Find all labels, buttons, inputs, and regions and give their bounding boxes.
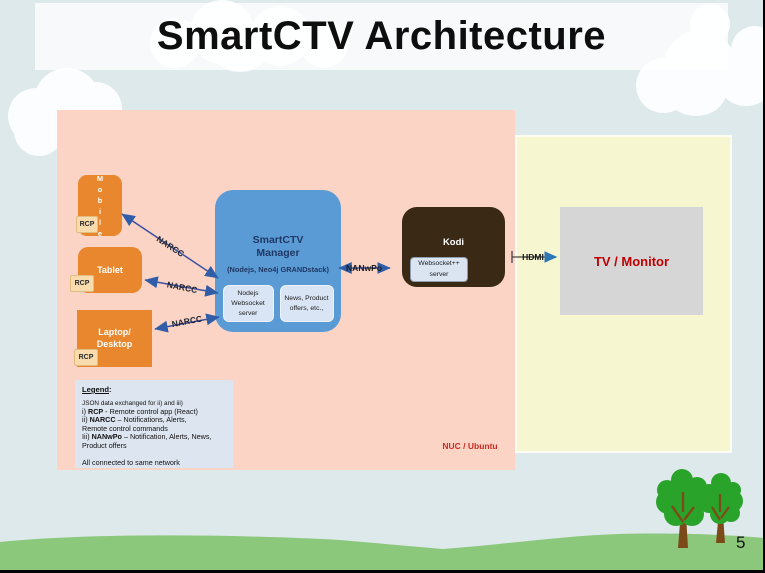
smartctv-manager-box: SmartCTV Manager (Nodejs, Neo4j GRANDsta… <box>215 190 341 332</box>
legend-item-nanwpo: Iii) NANwPo – Notification, Alerts, News… <box>82 432 212 442</box>
kodi-title: Kodi <box>442 237 465 248</box>
legend-footer: All connected to same network <box>82 458 180 468</box>
trees <box>656 469 743 548</box>
tablet-rcp-badge: RCP <box>70 275 94 292</box>
tree-right-icon <box>699 473 743 543</box>
nodejs-websocket-module: Nodejs Websocket server <box>222 285 274 323</box>
manager-title: SmartCTV Manager <box>252 234 304 260</box>
legend-box: Legend: JSON data exchanged for ii) and … <box>75 380 233 468</box>
laptop-rcp-badge: RCP <box>74 349 98 366</box>
news-offers-module: News, Product offers, etc., <box>279 285 334 323</box>
websocketpp-module: Websocket++ server <box>410 257 468 282</box>
legend-item-rcp: i) RCP - Remote control app (React) <box>82 407 198 416</box>
frame-edge-right <box>763 0 765 573</box>
tablet-label: Tablet <box>97 265 123 275</box>
laptop-label: Laptop/ Desktop <box>96 327 133 349</box>
frame-edge-bottom <box>0 570 765 573</box>
page-title: SmartCTV Architecture <box>156 14 607 58</box>
page-number: 5 <box>736 533 746 552</box>
grass-hill <box>0 533 765 573</box>
tv-monitor-box: TV / Monitor <box>560 207 703 315</box>
legend-note: JSON data exchanged for ii) and iii) <box>82 400 183 407</box>
mobile-rcp-badge: RCP <box>76 216 98 233</box>
tv-monitor-label: TV / Monitor <box>593 253 670 269</box>
legend-item-narcc-cont: Remote control commands <box>82 423 168 433</box>
manager-subtitle: (Nodejs, Neo4j GRANDstack) <box>227 265 329 275</box>
legend-item-narcc: ii) NARCC – Notifications, Alerts, <box>82 415 187 425</box>
title-bar: SmartCTV Architecture <box>35 3 728 70</box>
kodi-box: Kodi Websocket++ server <box>402 207 505 287</box>
mobile-label: Mobile <box>95 173 105 240</box>
legend-heading: Legend: <box>82 385 112 394</box>
legend-item-nanwpo-cont: Product offers <box>82 440 127 450</box>
nuc-ubuntu-label: NUC / Ubuntu <box>442 441 498 451</box>
